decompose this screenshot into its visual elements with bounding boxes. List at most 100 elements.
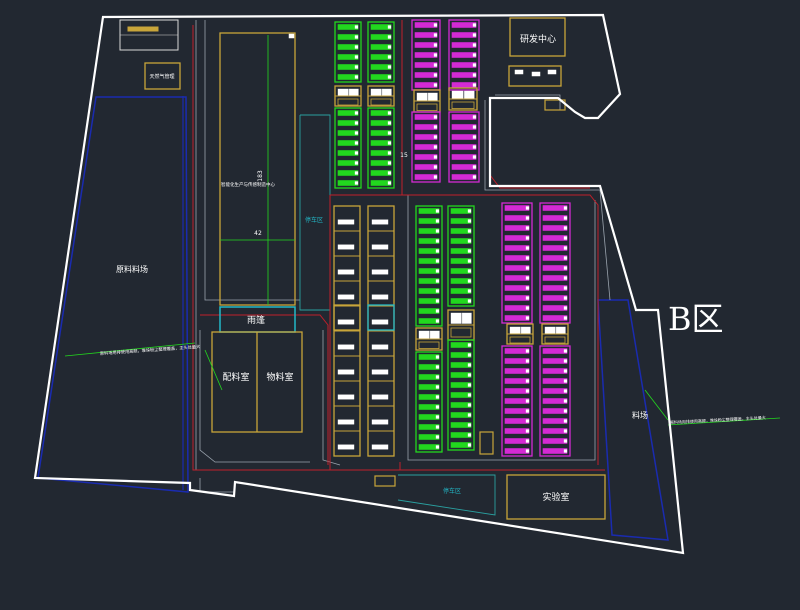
pair-marker (544, 336, 566, 344)
unit-marker (525, 256, 530, 260)
unit-marker (472, 83, 477, 87)
small-building (374, 475, 396, 487)
road-red (192, 25, 605, 471)
unit-bar (371, 419, 389, 425)
unit-marker (354, 121, 359, 125)
unit-marker (563, 286, 568, 290)
unit-cell (414, 42, 438, 48)
unit-marker (433, 83, 438, 87)
unit-bar (337, 394, 355, 400)
unit-marker (354, 161, 359, 165)
parking-strip-v (299, 114, 331, 311)
unit-marker (525, 276, 530, 280)
unit-marker (467, 259, 472, 263)
unit-marker (467, 363, 472, 367)
canopy-label: 雨篷 (247, 314, 265, 326)
labels-layer: B区 研发中心 天然气管理 原料料场 原料场用排使用高颜，堆垛粉尘整理覆盖，主头… (100, 33, 766, 503)
unit-marker (525, 206, 530, 210)
unit-marker (387, 65, 392, 69)
unit-marker (467, 239, 472, 243)
unit-cell (504, 235, 530, 241)
road-outline (484, 100, 611, 301)
pair-marker (337, 98, 359, 106)
unit-cell (504, 358, 530, 364)
unit-marker (435, 309, 440, 313)
unit-bar (337, 344, 355, 350)
unit-marker (435, 319, 440, 323)
unit-bar (337, 244, 355, 250)
unit-cell (504, 348, 530, 354)
green-stack-d2-frame (447, 339, 475, 451)
unit-marker (387, 55, 392, 59)
unit-cell (542, 358, 568, 364)
unit-cell (542, 428, 568, 434)
unit-bar (337, 269, 355, 275)
unit-marker (435, 365, 440, 369)
leader-line (204, 349, 223, 391)
unit-marker (563, 256, 568, 260)
unit-bar (371, 219, 389, 225)
magenta-stack-d-frame (539, 202, 571, 324)
pair-marker (418, 330, 430, 339)
unit-cell (542, 245, 568, 251)
unit-cell (542, 408, 568, 414)
units-layer (333, 19, 571, 457)
unit-cell (504, 275, 530, 281)
unit-marker (563, 306, 568, 310)
unit-cell (504, 265, 530, 271)
rnd-center (509, 17, 566, 57)
unit-marker (435, 405, 440, 409)
unit-marker (563, 246, 568, 250)
rnd-center-label: 研发中心 (520, 33, 556, 45)
unit-cell (542, 378, 568, 384)
unit-marker (433, 23, 438, 27)
unit-marker (467, 413, 472, 417)
unit-cell (504, 378, 530, 384)
unit-cell (504, 418, 530, 424)
unit-cell (542, 255, 568, 261)
unit-marker (525, 379, 530, 383)
unit-marker (472, 165, 477, 169)
site-boundary (33, 13, 685, 555)
unit-bar (371, 244, 389, 250)
unit-cell (451, 62, 477, 68)
unit-marker (433, 165, 438, 169)
unit-marker (563, 216, 568, 220)
unit-cell (414, 134, 438, 140)
small-box-building (144, 62, 181, 90)
unit-marker (387, 161, 392, 165)
unit-cell (542, 265, 568, 271)
lab (506, 474, 606, 520)
gold-pair (415, 327, 443, 351)
material-room-label: 物料室 (266, 371, 293, 383)
unit-marker (525, 296, 530, 300)
unit-marker (525, 399, 530, 403)
unit-cell (451, 42, 477, 48)
unit-marker (433, 175, 438, 179)
unit-marker (563, 276, 568, 280)
unit-marker (435, 425, 440, 429)
unit-cell (504, 368, 530, 374)
small-building (479, 431, 494, 455)
pair-marker (450, 327, 472, 338)
road-red (330, 194, 599, 465)
unit-marker (525, 389, 530, 393)
unit-marker (467, 299, 472, 303)
magenta-stack-c2-frame (501, 345, 533, 457)
unit-bar (337, 369, 355, 375)
unit-bar (337, 219, 355, 225)
unit-bar (337, 444, 355, 450)
unit-marker (525, 369, 530, 373)
unit-marker (467, 433, 472, 437)
unit-marker (525, 306, 530, 310)
raw-yard-label: 原料料场 (116, 264, 148, 274)
unit-marker (525, 246, 530, 250)
unit-marker (433, 53, 438, 57)
green-stack-b2 (367, 107, 395, 189)
unit-cell (451, 174, 477, 180)
unit-marker (563, 359, 568, 363)
unit-marker (433, 145, 438, 149)
unit-marker (387, 75, 392, 79)
dimension-mid: 42 (254, 230, 262, 237)
green-stack-a (334, 21, 362, 83)
